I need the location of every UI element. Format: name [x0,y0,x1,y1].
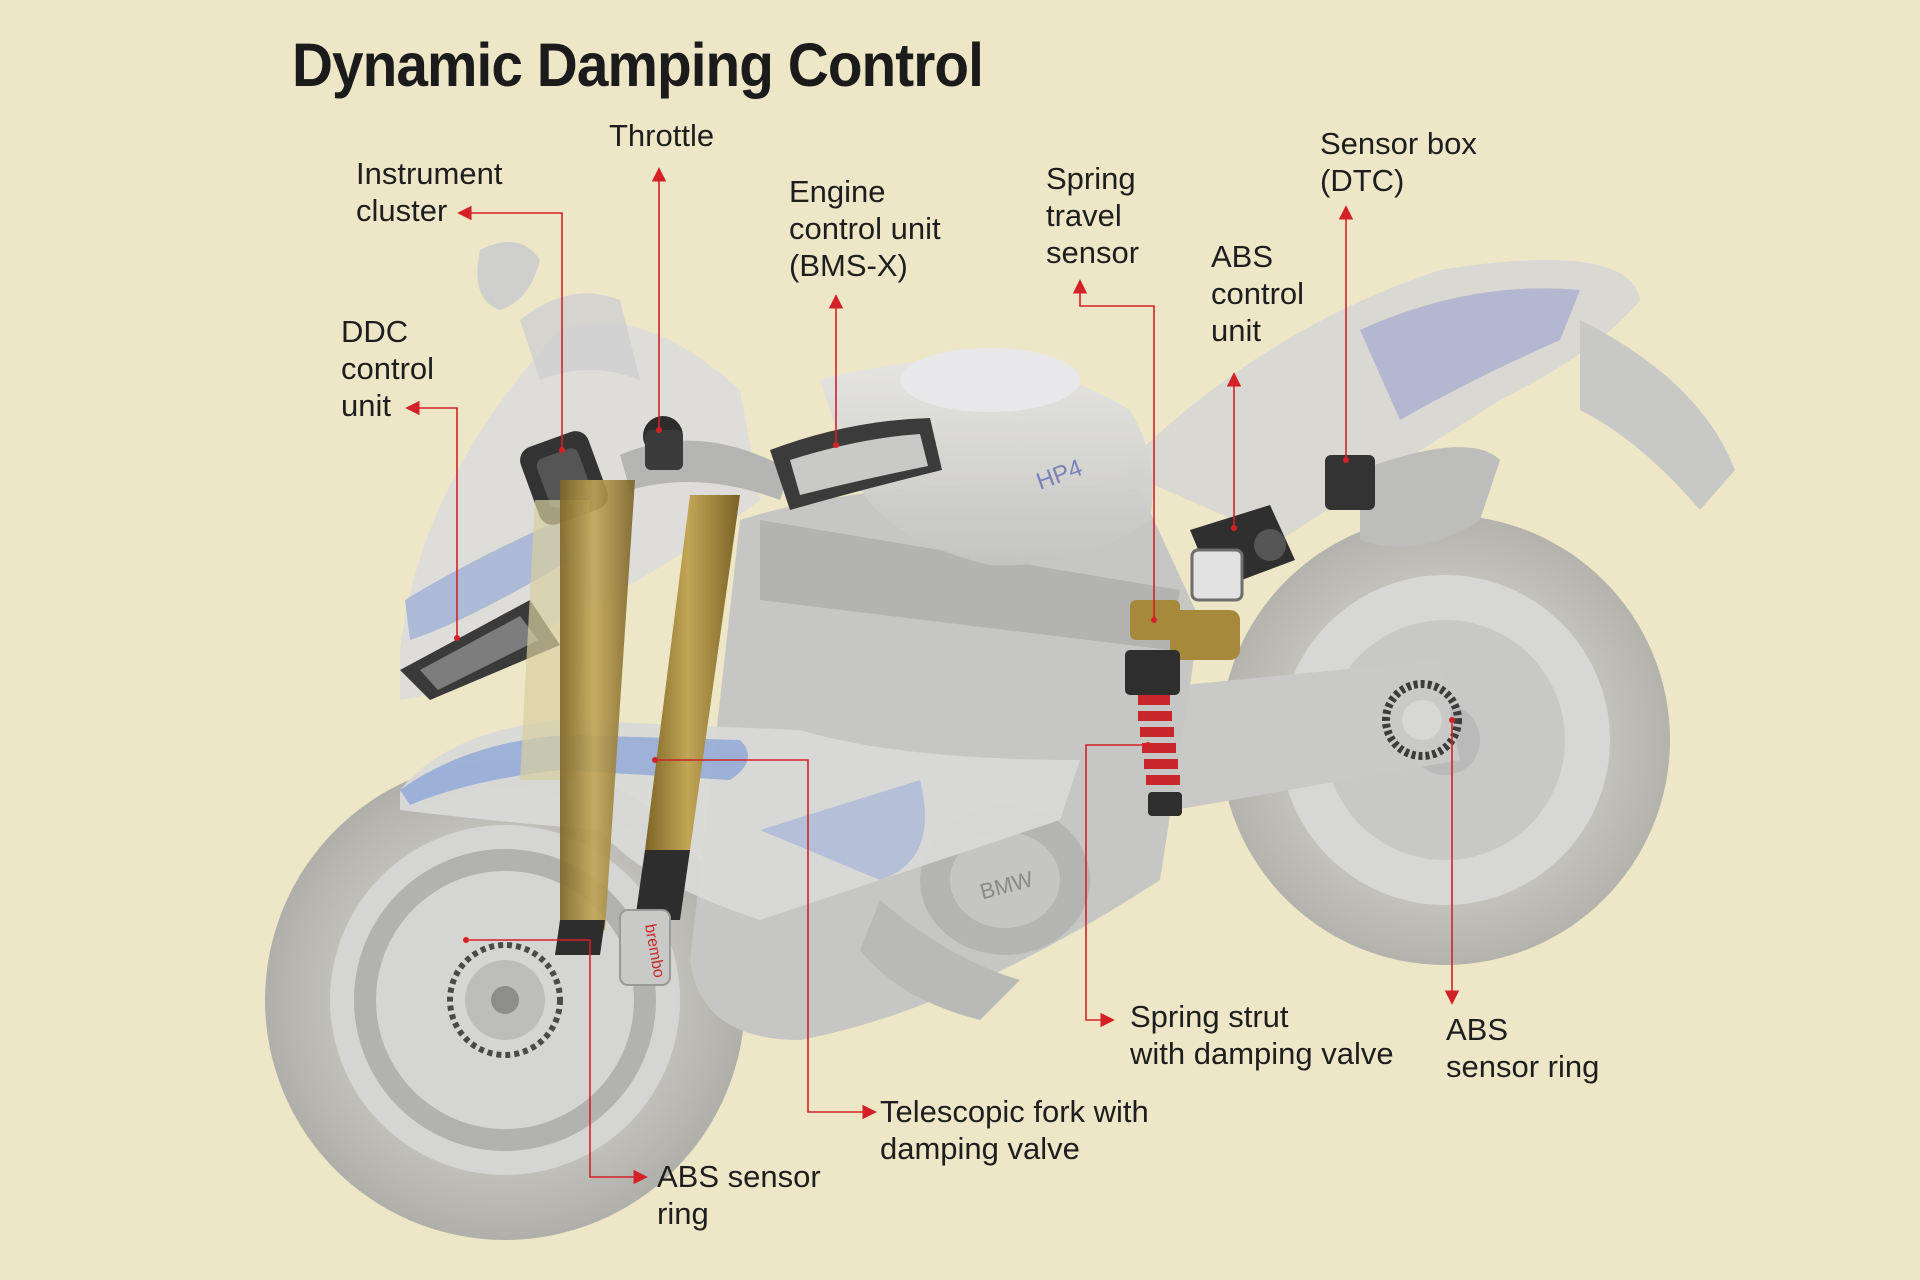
label-ddc-control-unit: DDC control unit [341,314,435,423]
rear-abs-ring-part [1382,680,1462,760]
label-abs-sensor-ring-front: ABS sensor ring [657,1159,821,1231]
leader-instrument-cluster [457,205,563,450]
abs-control-unit-part [1190,505,1295,602]
spring-strut-part [1125,600,1240,816]
label-telescopic-fork: Telescopic fork with damping valve [880,1094,1149,1166]
leader-spring-travel-sensor [1072,279,1155,620]
telescopic-fork-part [520,480,740,955]
leader-ddc-control-unit [405,400,458,638]
label-spring-strut: Spring strut with damping valve [1130,999,1394,1071]
leader-abs-sensor-ring-front [466,939,648,1185]
sensor-box-part [1325,455,1375,510]
label-instrument-cluster: Instrument cluster [356,156,503,228]
ddc-control-unit-part [400,600,560,700]
engine-control-unit-part [770,418,942,510]
label-abs-sensor-ring-rear: ABS sensor ring [1446,1012,1600,1084]
label-sensor-box: Sensor box (DTC) [1320,126,1477,198]
label-spring-travel-sensor: Spring travel sensor [1046,161,1140,270]
exhaust [1360,447,1500,547]
label-engine-control-unit: Engine control unit (BMS-X) [789,174,941,283]
throttle-part [643,416,683,470]
label-abs-control-unit: ABS control unit [1211,239,1305,348]
leader-telescopic-fork [655,759,877,1120]
label-throttle: Throttle [609,118,715,153]
front-abs-ring-part [447,942,563,1058]
mirror [477,242,540,310]
diagram-title: Dynamic Damping Control [292,31,984,99]
fuel-tank [820,360,1153,566]
leader-spring-strut [1085,744,1148,1028]
